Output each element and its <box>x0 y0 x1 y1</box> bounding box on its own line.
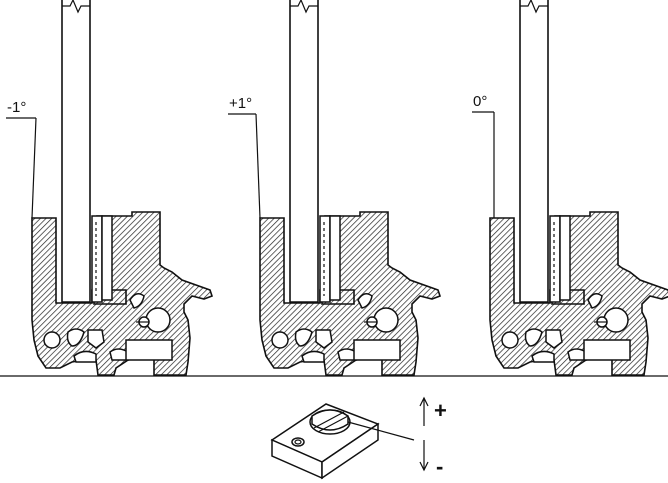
adjuster-block-side <box>321 422 379 480</box>
screw-hole-icon <box>291 437 305 447</box>
angle-label-zero: 0° <box>473 93 487 110</box>
minus-label: - <box>436 454 443 479</box>
clamp-profile-zero: 0° <box>472 0 668 376</box>
plus-label: + <box>434 398 447 423</box>
angle-label-plus-one: +1° <box>229 95 252 112</box>
clamp-profile-minus-one: -1° <box>6 0 213 376</box>
adjuster-block-detail: + - <box>270 396 447 480</box>
angle-label-minus-one: -1° <box>7 99 26 116</box>
angle-reference-line-minus-one <box>31 117 37 219</box>
clamp-profile-plus-one: +1° <box>228 0 441 376</box>
adjuster-leader-line <box>347 421 415 441</box>
angle-reference-line-plus-one <box>255 113 261 219</box>
